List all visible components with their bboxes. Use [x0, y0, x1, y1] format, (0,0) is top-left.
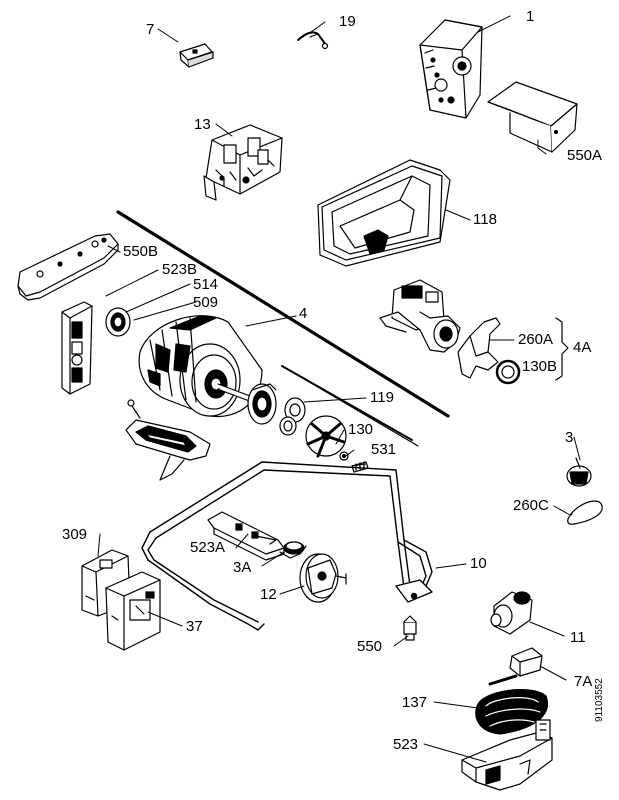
bracket-4a	[555, 317, 569, 381]
label-119: 119	[370, 389, 394, 406]
label-309: 309	[62, 526, 88, 543]
label-531: 531	[371, 441, 397, 458]
label-118: 118	[473, 211, 497, 228]
part-523-tray	[461, 719, 553, 791]
separator-line-lower	[305, 379, 419, 447]
part-137-filter	[475, 689, 548, 735]
label-13: 13	[194, 116, 211, 133]
label-130b: 130B	[522, 358, 558, 375]
part-550-nut	[403, 615, 417, 641]
label-4: 4	[299, 305, 308, 322]
part-10-heater	[141, 461, 433, 631]
part-523b-bracket	[61, 301, 93, 395]
part-4-motor	[138, 315, 263, 418]
label-137: 137	[402, 694, 428, 711]
label-523a: 523A	[190, 539, 226, 556]
label-11: 11	[570, 629, 586, 646]
part-1-timer	[419, 19, 483, 119]
leader-lines	[97, 15, 581, 763]
part-130b-oring	[495, 359, 521, 385]
label-550: 550	[357, 638, 383, 655]
label-550a: 550A	[567, 147, 603, 164]
part-550b-plate	[17, 233, 119, 301]
part-7-connector	[179, 43, 214, 68]
label-7a: 7A	[574, 673, 593, 690]
label-550b: 550B	[123, 243, 159, 260]
part-118-housing	[317, 159, 451, 267]
part-260c-wireclip	[567, 500, 603, 525]
part-19-clip	[297, 31, 329, 50]
label-1: 1	[526, 8, 535, 25]
label-523: 523	[393, 736, 419, 753]
label-509: 509	[193, 294, 219, 311]
separator-line-main	[116, 210, 450, 418]
part-37-switch	[105, 571, 161, 651]
part-4a-pump	[379, 279, 461, 353]
part-11-solenoid	[490, 591, 533, 635]
label-7: 7	[146, 21, 155, 38]
part-550a-cover	[487, 81, 578, 153]
label-3a: 3A	[233, 559, 252, 576]
part-130-washer	[339, 451, 349, 461]
part-13-relay-board	[203, 124, 283, 201]
part-119-seal	[279, 397, 306, 436]
document-code: 91103552	[594, 678, 605, 722]
part-impeller	[305, 415, 347, 458]
label-523b: 523B	[162, 261, 198, 278]
part-260a-bracket	[457, 317, 501, 379]
part-7a-microswitch	[488, 647, 543, 686]
label-260c: 260C	[513, 497, 549, 514]
label-10: 10	[470, 555, 487, 572]
part-12-pump-disk	[299, 553, 347, 603]
part-514-ring	[105, 307, 131, 337]
separator-line-pump	[281, 365, 413, 441]
label-514: 514	[193, 276, 219, 293]
part-509-gasket	[125, 399, 211, 481]
label-37: 37	[186, 618, 203, 635]
label-4a: 4A	[573, 339, 592, 356]
label-12: 12	[260, 586, 277, 603]
part-coupling	[247, 383, 277, 425]
label-3: 3	[565, 429, 574, 446]
label-19: 19	[339, 13, 356, 30]
label-130: 130	[348, 421, 374, 438]
part-3a-thermostat	[279, 541, 307, 559]
part-3-float	[566, 457, 592, 487]
label-260a: 260A	[518, 331, 554, 348]
